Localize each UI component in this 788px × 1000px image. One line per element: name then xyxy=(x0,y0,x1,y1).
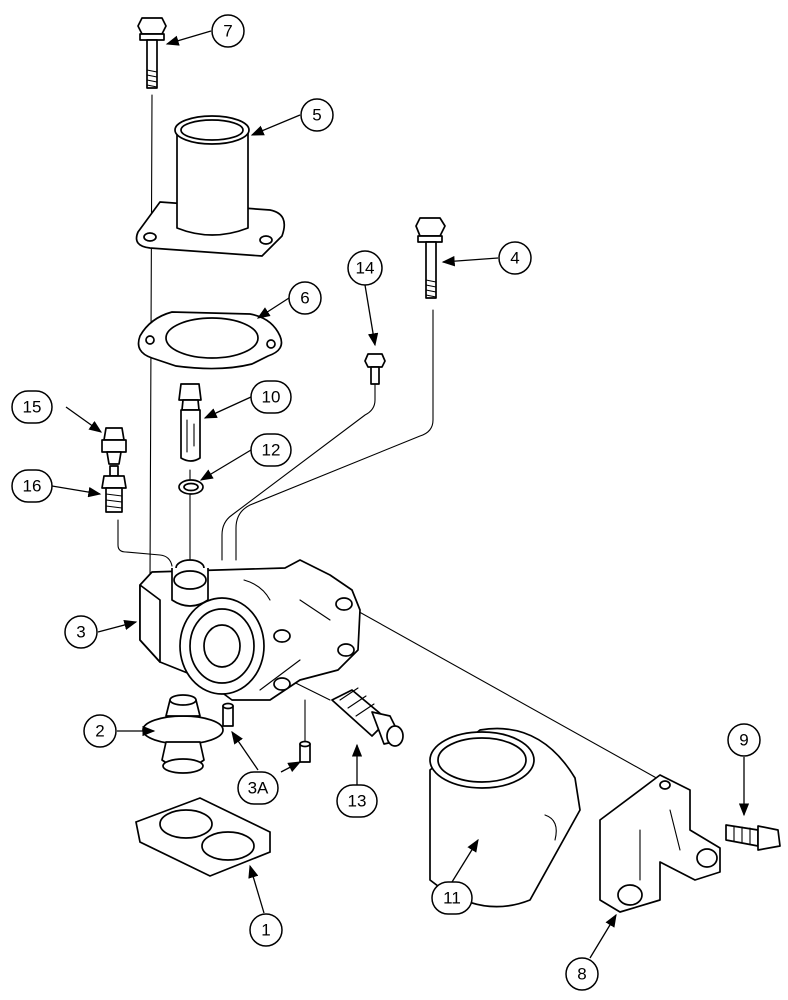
callout-4: 4 xyxy=(441,241,532,275)
thermostat-2 xyxy=(142,694,224,774)
svg-text:11: 11 xyxy=(443,889,461,908)
fitting-13 xyxy=(331,687,404,747)
bolt-9 xyxy=(725,824,781,851)
housing-3 xyxy=(139,559,361,701)
svg-text:12: 12 xyxy=(262,441,281,460)
svg-text:13: 13 xyxy=(348,792,367,811)
gasket-1 xyxy=(135,797,271,877)
callout-2: 2 xyxy=(83,714,156,748)
flanged-tube-5 xyxy=(135,115,286,257)
svg-text:14: 14 xyxy=(356,259,375,278)
svg-text:15: 15 xyxy=(23,398,42,417)
callout-12: 12 xyxy=(199,433,292,481)
oil-filter-11 xyxy=(429,727,581,908)
svg-text:9: 9 xyxy=(739,731,748,750)
callout-6: 6 xyxy=(256,281,322,319)
svg-text:3A: 3A xyxy=(248,779,269,798)
svg-text:8: 8 xyxy=(577,965,586,984)
svg-text:16: 16 xyxy=(23,477,42,496)
callout-10: 10 xyxy=(203,380,292,419)
svg-text:1: 1 xyxy=(261,921,270,940)
callout-7: 7 xyxy=(165,14,245,48)
bolt-4 xyxy=(415,217,446,299)
svg-text:2: 2 xyxy=(95,722,104,741)
callout-3a: 3A xyxy=(231,730,302,805)
bolt-7 xyxy=(137,17,167,89)
valve-10 xyxy=(178,383,202,462)
fitting-15 xyxy=(101,427,127,465)
callout-16: 16 xyxy=(11,469,102,503)
callout-8: 8 xyxy=(565,913,617,991)
svg-text:6: 6 xyxy=(300,289,309,308)
svg-text:7: 7 xyxy=(223,22,232,41)
svg-text:3: 3 xyxy=(76,623,85,642)
bracket-8 xyxy=(599,774,721,913)
gasket-6 xyxy=(137,311,283,370)
callout-15: 15 xyxy=(11,390,103,433)
bolt-14 xyxy=(364,353,386,385)
callout-3: 3 xyxy=(64,615,138,649)
svg-text:4: 4 xyxy=(510,249,519,268)
callout-14: 14 xyxy=(347,250,383,347)
callout-13: 13 xyxy=(336,743,378,818)
svg-text:5: 5 xyxy=(312,106,321,125)
callout-9: 9 xyxy=(727,723,761,817)
pins-3a xyxy=(222,702,311,763)
callout-11: 11 xyxy=(431,838,479,915)
sender-16 xyxy=(101,465,127,513)
callout-1: 1 xyxy=(248,864,283,947)
callouts: 7 5 4 14 6 10 12 xyxy=(11,14,761,991)
o-ring-12 xyxy=(178,479,204,495)
callout-5: 5 xyxy=(250,98,334,136)
svg-text:10: 10 xyxy=(262,388,281,407)
